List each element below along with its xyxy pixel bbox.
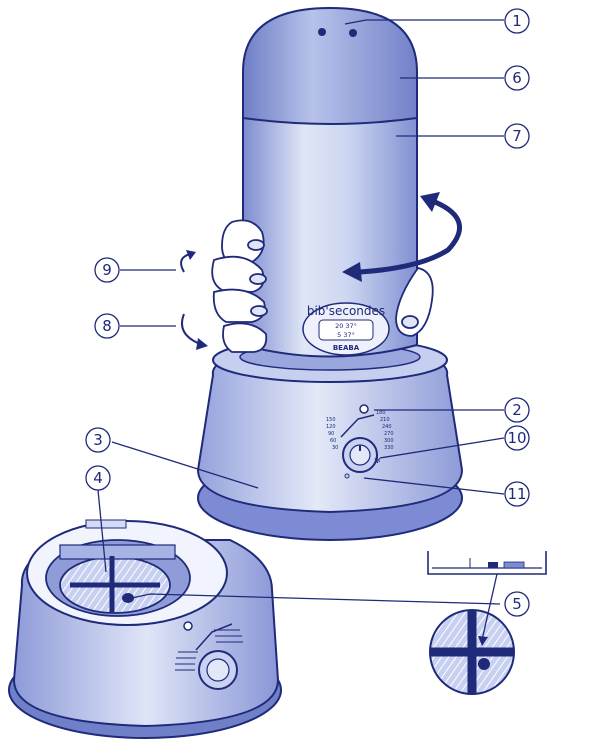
callout-1: 1 [504, 8, 530, 34]
power-symbol-icon [344, 473, 350, 479]
indicator-light [359, 404, 369, 414]
dial-scale-label: 30 [332, 445, 338, 451]
inset-section-view [427, 551, 547, 575]
left-hand [211, 219, 268, 353]
brand-label: bib'secondes [307, 304, 385, 318]
svg-text:11: 11 [507, 485, 526, 503]
rotation-arrow [359, 197, 463, 275]
lock-arrow [180, 253, 191, 273]
svg-text:8: 8 [102, 317, 112, 335]
callout-9: 9 [94, 257, 120, 283]
svg-text:1: 1 [512, 12, 522, 30]
display-line-2: 5 37° [337, 331, 355, 339]
callout-3: 3 [85, 427, 111, 453]
leader-lines [97, 19, 505, 605]
dial-scale-label: 120 [326, 424, 336, 430]
callout-8: 8 [94, 313, 120, 339]
indicator-light [183, 621, 193, 631]
dial-scale-label: 210 [380, 417, 390, 423]
dial-scale-label: 270 [384, 431, 394, 437]
svg-text:7: 7 [512, 127, 522, 145]
assembled-bottle-warmer: bib'secondes 20 37° 5 37° BEABA [180, 6, 464, 541]
dial-scale-label: 150 [326, 417, 336, 423]
callout-7: 7 [504, 123, 530, 149]
dial-scale-label: 240 [382, 424, 392, 430]
display-line-1: 20 37° [335, 322, 357, 330]
svg-text:3: 3 [93, 431, 103, 449]
steam-vent-hole [318, 28, 326, 36]
snowflake-icon: ✻ [374, 456, 381, 465]
dial-scale-label: 60 [330, 438, 336, 444]
callout-11: 11 [504, 481, 530, 507]
svg-text:5: 5 [512, 595, 522, 613]
callout-2: 2 [504, 397, 530, 423]
callout-6: 6 [504, 65, 530, 91]
callout-5: 5 [504, 591, 530, 617]
container-cap [242, 6, 418, 125]
brand-logo: BEABA [333, 344, 360, 352]
svg-text:6: 6 [512, 69, 522, 87]
unlock-arrow [181, 313, 201, 345]
callout-4: 4 [85, 465, 111, 491]
dial-scale-label: 180 [376, 410, 386, 416]
svg-text:10: 10 [507, 429, 526, 447]
dial-scale-label: 300 [384, 438, 394, 444]
steam-vent-hole [349, 29, 357, 37]
water-inlet [122, 593, 134, 603]
dial-scale-label: 330 [384, 445, 394, 451]
svg-text:2: 2 [512, 401, 522, 419]
dial-scale-label: 90 [328, 431, 334, 437]
inset-detail [427, 551, 547, 695]
right-hand [395, 266, 434, 337]
inset-water-inlet [478, 658, 490, 670]
product-label-panel: bib'secondes 20 37° 5 37° BEABA [302, 302, 390, 356]
svg-text:4: 4 [93, 469, 103, 487]
callout-10: 10 [504, 425, 530, 451]
open-base-view [8, 519, 282, 739]
timer-dial-panel: 180 210 240 270 300 330 150 120 90 60 30… [326, 404, 394, 479]
svg-text:9: 9 [102, 261, 112, 279]
